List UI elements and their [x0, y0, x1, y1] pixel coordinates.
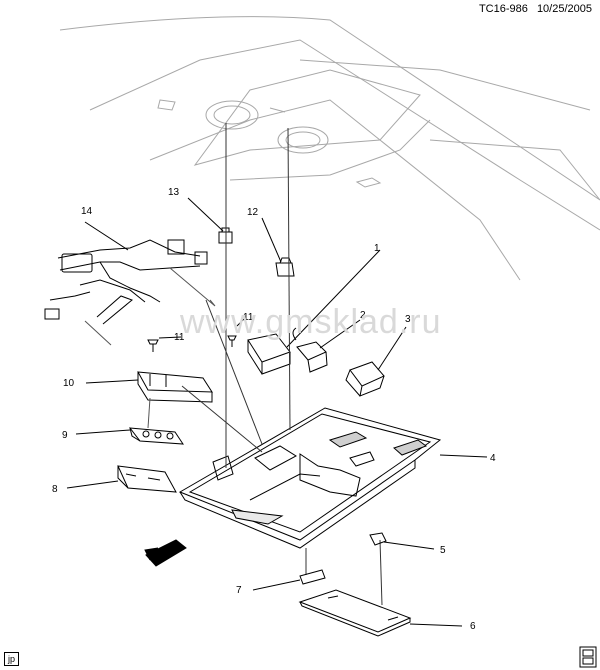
switch-assembly-10	[85, 371, 213, 429]
callout-13: 13	[168, 187, 180, 198]
callout-11-left: 11	[174, 332, 185, 343]
bulb-7	[252, 569, 326, 591]
figure-date: 10/25/2005	[536, 3, 592, 15]
wiring-harness-14	[44, 221, 216, 346]
clip-12	[261, 217, 295, 277]
figure-header: TC16-986 10/25/2005	[473, 3, 592, 15]
callout-4: 4	[490, 453, 496, 464]
callout-labels: 1 2 3 4 5 6 7 8 9 10 11 11 12 13 14	[52, 187, 496, 632]
callout-11-center: 11	[243, 312, 254, 323]
callout-10: 10	[63, 378, 75, 389]
overhead-console-4	[178, 407, 488, 549]
language-badge: jp	[4, 652, 20, 666]
lens-6	[298, 589, 463, 637]
figure-id: TC16-986	[478, 3, 528, 15]
callout-6: 6	[470, 621, 476, 632]
lamp-socket-2	[292, 319, 361, 373]
callout-9: 9	[62, 430, 68, 441]
callout-2: 2	[360, 310, 366, 321]
switch-3	[345, 326, 407, 397]
guide-lines	[181, 123, 383, 606]
front-arrow-icon	[144, 539, 187, 567]
callout-14: 14	[81, 206, 93, 217]
callout-5: 5	[440, 545, 446, 556]
roof-headliner	[59, 16, 600, 281]
buttons-9	[75, 427, 184, 445]
callout-12: 12	[247, 207, 259, 218]
watermark: www.gmsklad.ru	[180, 303, 442, 341]
clip-13	[187, 197, 233, 244]
screw-11-left	[147, 336, 182, 352]
callout-3: 3	[405, 314, 411, 325]
screw-11-center	[227, 318, 245, 347]
callout-1: 1	[374, 243, 380, 254]
switch-panel-8	[66, 465, 177, 493]
corner-logo-icon	[579, 646, 597, 668]
plug-5	[369, 532, 435, 550]
callout-8: 8	[52, 484, 58, 495]
callout-7: 7	[236, 585, 242, 596]
